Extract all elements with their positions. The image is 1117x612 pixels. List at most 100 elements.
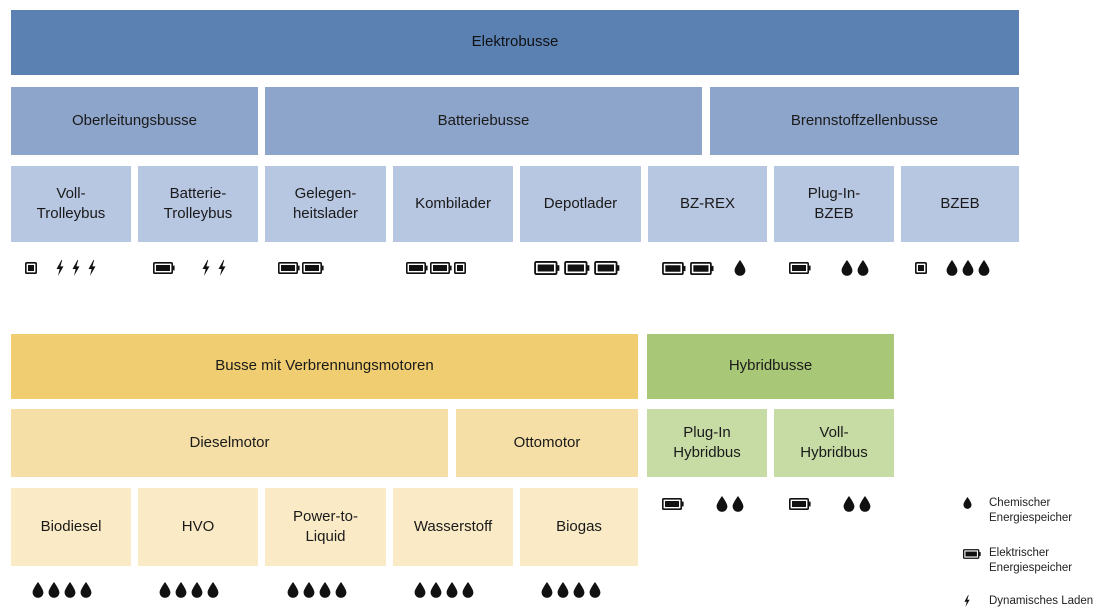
drop-icon	[716, 496, 728, 512]
elektrobusse-header: Elektrobusse	[11, 10, 1019, 75]
bolt-icon	[963, 595, 971, 607]
brennstoffzellenbusse-label: Brennstoffzellenbusse	[790, 111, 939, 129]
type-line1: Plug-In-	[807, 184, 861, 202]
batteriebusse-box: Batteriebusse	[265, 87, 702, 155]
type-line1: Depotlader	[543, 194, 618, 212]
type-bz-rex: BZ-REX	[648, 166, 767, 242]
battery-icon	[661, 498, 685, 510]
type-line1: Voll-	[56, 184, 86, 202]
ottomotor-label: Ottomotor	[513, 433, 581, 451]
hybridbusse-title: Hybridbusse	[728, 357, 813, 375]
dieselmotor-label: Dieselmotor	[189, 433, 270, 451]
bolt-icon	[201, 260, 211, 276]
ottomotor-box: Ottomotor	[456, 409, 638, 477]
type-line2: BZEB	[814, 205, 854, 222]
drop-icon	[159, 582, 171, 598]
type-line2: Hybridbus	[673, 444, 741, 461]
type-line2: Hybridbus	[800, 444, 868, 461]
battery-icon	[153, 262, 175, 274]
icons-hvo	[157, 580, 221, 600]
battery-icon	[788, 498, 812, 510]
legend-elektrisch: Elektrischer Energiespeicher	[963, 546, 1072, 576]
drop-icon	[841, 260, 853, 276]
type-line1: Power-to-	[292, 507, 359, 525]
drop-icon	[32, 582, 44, 598]
dieselmotor-box: Dieselmotor	[11, 409, 448, 477]
drop-icon	[963, 497, 972, 509]
legend-chemisch: Chemischer Energiespeicher	[963, 496, 1072, 526]
legend-label: Energiespeicher	[989, 561, 1073, 574]
battery-icon	[406, 262, 428, 274]
type-power-to-liquid: Power-to- Liquid	[265, 488, 386, 566]
drop-icon	[80, 582, 92, 598]
type-biogas: Biogas	[520, 488, 638, 566]
drop-icon	[541, 582, 553, 598]
drop-icon	[859, 496, 871, 512]
icons-biogas	[539, 580, 603, 600]
icons-kombilader	[405, 258, 467, 278]
legend-label: Chemischer	[989, 497, 1051, 509]
battery-icon	[593, 261, 621, 275]
type-line1: Voll-	[819, 423, 849, 441]
type-voll-trolleybus: Voll-Trolleybus	[11, 166, 131, 242]
drop-icon	[287, 582, 299, 598]
drop-icon	[207, 582, 219, 598]
verbrennung-title: Busse mit Verbrennungsmotoren	[215, 357, 434, 375]
oberleitungsbusse-box: Oberleitungsbusse	[11, 87, 258, 155]
legend-dynamisch: Dynamisches Laden	[963, 594, 1093, 609]
icons-biodiesel	[30, 580, 94, 600]
drop-icon	[414, 582, 426, 598]
brennstoffzellenbusse-box: Brennstoffzellenbusse	[710, 87, 1019, 155]
type-line1: BZ-REX	[679, 194, 735, 212]
type-line1: BZEB	[940, 194, 980, 212]
type-line1: Biodiesel	[40, 517, 102, 535]
type-plug-in-bzeb: Plug-In- BZEB	[774, 166, 894, 242]
bolt-icon	[87, 260, 97, 276]
battery-icon	[788, 262, 812, 274]
drop-icon	[857, 260, 869, 276]
drop-icon	[462, 582, 474, 598]
type-wasserstoff: Wasserstoff	[393, 488, 513, 566]
type-line2: Liquid	[305, 528, 346, 545]
drop-icon	[732, 496, 744, 512]
hybridbusse-header: Hybridbusse	[647, 334, 894, 399]
type-bzeb: BZEB	[901, 166, 1019, 242]
type-gelegenheitslader: Gelegen-heitslader	[265, 166, 386, 242]
type-line1: Biogas	[556, 517, 602, 535]
icons-wasserstoff	[412, 580, 476, 600]
drop-icon	[557, 582, 569, 598]
drop-icon	[335, 582, 347, 598]
drop-icon	[430, 582, 442, 598]
drop-icon	[946, 260, 958, 276]
bolt-icon	[71, 260, 81, 276]
type-line1: HVO	[181, 517, 215, 535]
battery-icon	[689, 262, 715, 275]
drop-icon	[843, 496, 855, 512]
verbrennung-header: Busse mit Verbrennungsmotoren	[11, 334, 638, 399]
drop-icon	[48, 582, 60, 598]
icons-gelegenheitslader	[277, 258, 325, 278]
type-line1: Wasserstoff	[413, 517, 493, 535]
drop-icon	[191, 582, 203, 598]
type-line1: Kombilader	[415, 194, 491, 212]
drop-icon	[446, 582, 458, 598]
drop-icon	[64, 582, 76, 598]
drop-icon	[978, 260, 990, 276]
icons-plug-in-bzeb	[787, 258, 871, 278]
icons-batterie-trolleybus	[152, 258, 230, 278]
icons-power-to-liquid	[285, 580, 349, 600]
battery-icon	[963, 549, 981, 559]
legend-label: Dynamisches Laden	[989, 595, 1094, 607]
type-line2: heitslader	[292, 205, 359, 222]
batteriebusse-label: Batteriebusse	[437, 111, 530, 129]
icons-plug-in-hybridbus	[660, 494, 746, 514]
elektrobusse-title: Elektrobusse	[471, 33, 559, 51]
battery-icon	[430, 262, 452, 274]
battery-small-icon	[25, 262, 37, 274]
bolt-icon	[217, 260, 227, 276]
type-hvo: HVO	[138, 488, 258, 566]
type-line1: Plug-In	[683, 423, 731, 441]
legend-label: Energiespeicher	[989, 511, 1073, 524]
battery-icon	[302, 262, 324, 274]
battery-small-icon	[915, 262, 927, 274]
